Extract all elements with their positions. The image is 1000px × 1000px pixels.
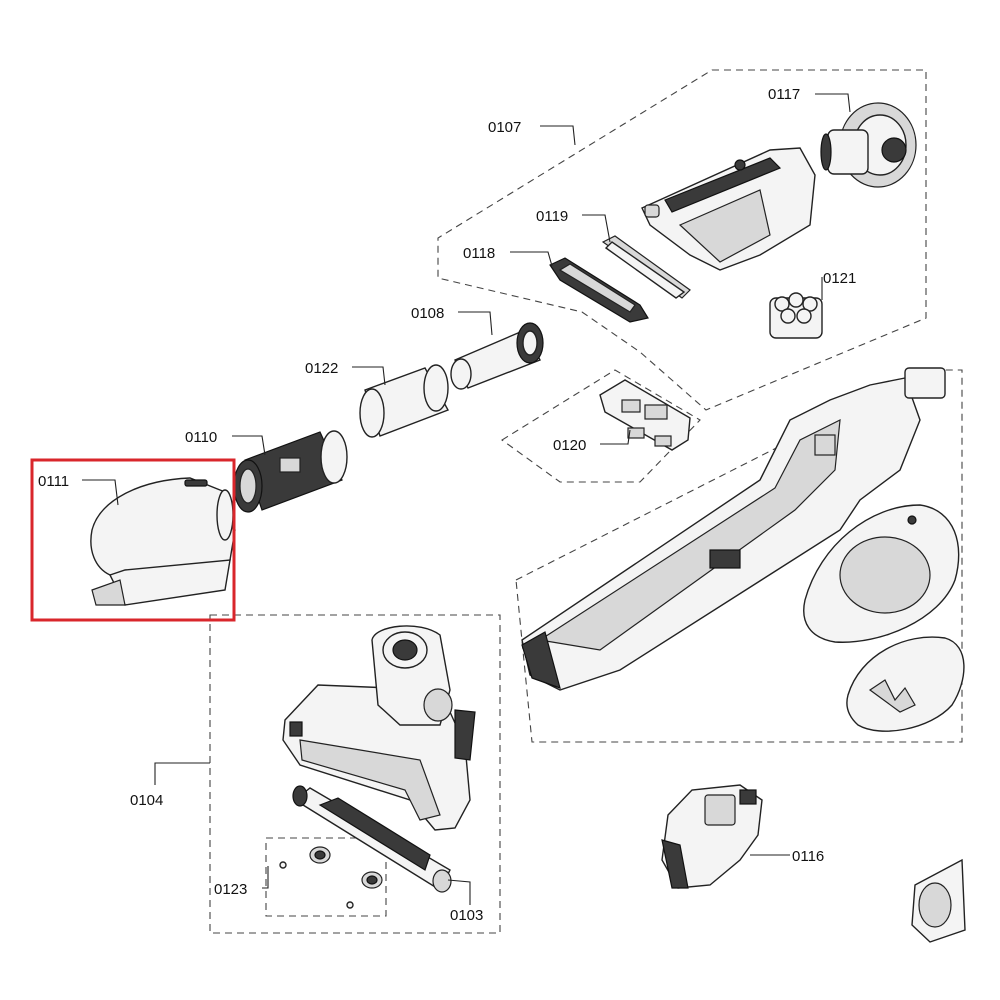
- leader-0104: [154, 762, 210, 785]
- leader-0110: [232, 435, 266, 456]
- group-0123-outline: [265, 837, 387, 917]
- part-0103-brush-roll[interactable]: [292, 785, 452, 893]
- label-0118: 0118: [463, 245, 495, 262]
- part-bracket-cover[interactable]: [846, 636, 965, 732]
- leader-0123: [262, 866, 269, 889]
- leader-0107: [540, 125, 576, 146]
- label-0104: 0104: [130, 792, 163, 809]
- leader-0108: [458, 311, 493, 336]
- part-partial-bottom-right: [911, 858, 966, 943]
- group-0107-outline: [437, 69, 927, 411]
- label-0108: 0108: [411, 305, 444, 322]
- label-0107: 0107: [488, 119, 521, 136]
- part-wall-bracket[interactable]: [803, 504, 960, 643]
- label-0116: 0116: [792, 848, 824, 865]
- leader-0117: [815, 93, 851, 113]
- part-0111-dust-container[interactable]: [90, 477, 236, 606]
- part-0120-circuit-board[interactable]: [599, 379, 691, 451]
- part-0121-battery-cells[interactable]: [769, 292, 823, 339]
- leader-0118: [510, 251, 553, 267]
- highlight-box-0111: [30, 458, 236, 622]
- part-0104-floor-nozzle[interactable]: [282, 625, 476, 831]
- label-0103: 0103: [450, 907, 483, 924]
- part-0107-motor-housing[interactable]: [641, 147, 816, 271]
- label-0111: 0111: [38, 473, 69, 490]
- leader-0111: [82, 479, 119, 506]
- label-0119: 0119: [536, 208, 568, 225]
- group-0120-outline: [501, 369, 701, 483]
- leader-0103: [447, 879, 471, 905]
- label-0120: 0120: [553, 437, 586, 454]
- part-0116-brush-nozzle[interactable]: [661, 784, 763, 889]
- label-0117: 0117: [768, 86, 800, 103]
- leader-0122: [352, 366, 386, 386]
- part-0119-filter-seal[interactable]: [601, 235, 691, 299]
- leader-0119: [582, 214, 611, 243]
- part-0117-motor[interactable]: [820, 102, 917, 188]
- part-main-handle[interactable]: [521, 367, 946, 691]
- label-0110: 0110: [185, 429, 217, 446]
- part-0110-dust-cage[interactable]: [233, 430, 348, 513]
- label-0122: 0122: [305, 360, 338, 377]
- part-0108-cyclone[interactable]: [450, 322, 544, 390]
- label-0121: 0121: [823, 270, 856, 287]
- part-0118-filter[interactable]: [549, 257, 649, 323]
- part-0122-cylinder[interactable]: [359, 364, 449, 438]
- part-0123-wheels[interactable]: [279, 846, 383, 909]
- leader-0120: [600, 429, 631, 445]
- label-0123: 0123: [214, 881, 247, 898]
- group-0104-outline: [209, 614, 501, 934]
